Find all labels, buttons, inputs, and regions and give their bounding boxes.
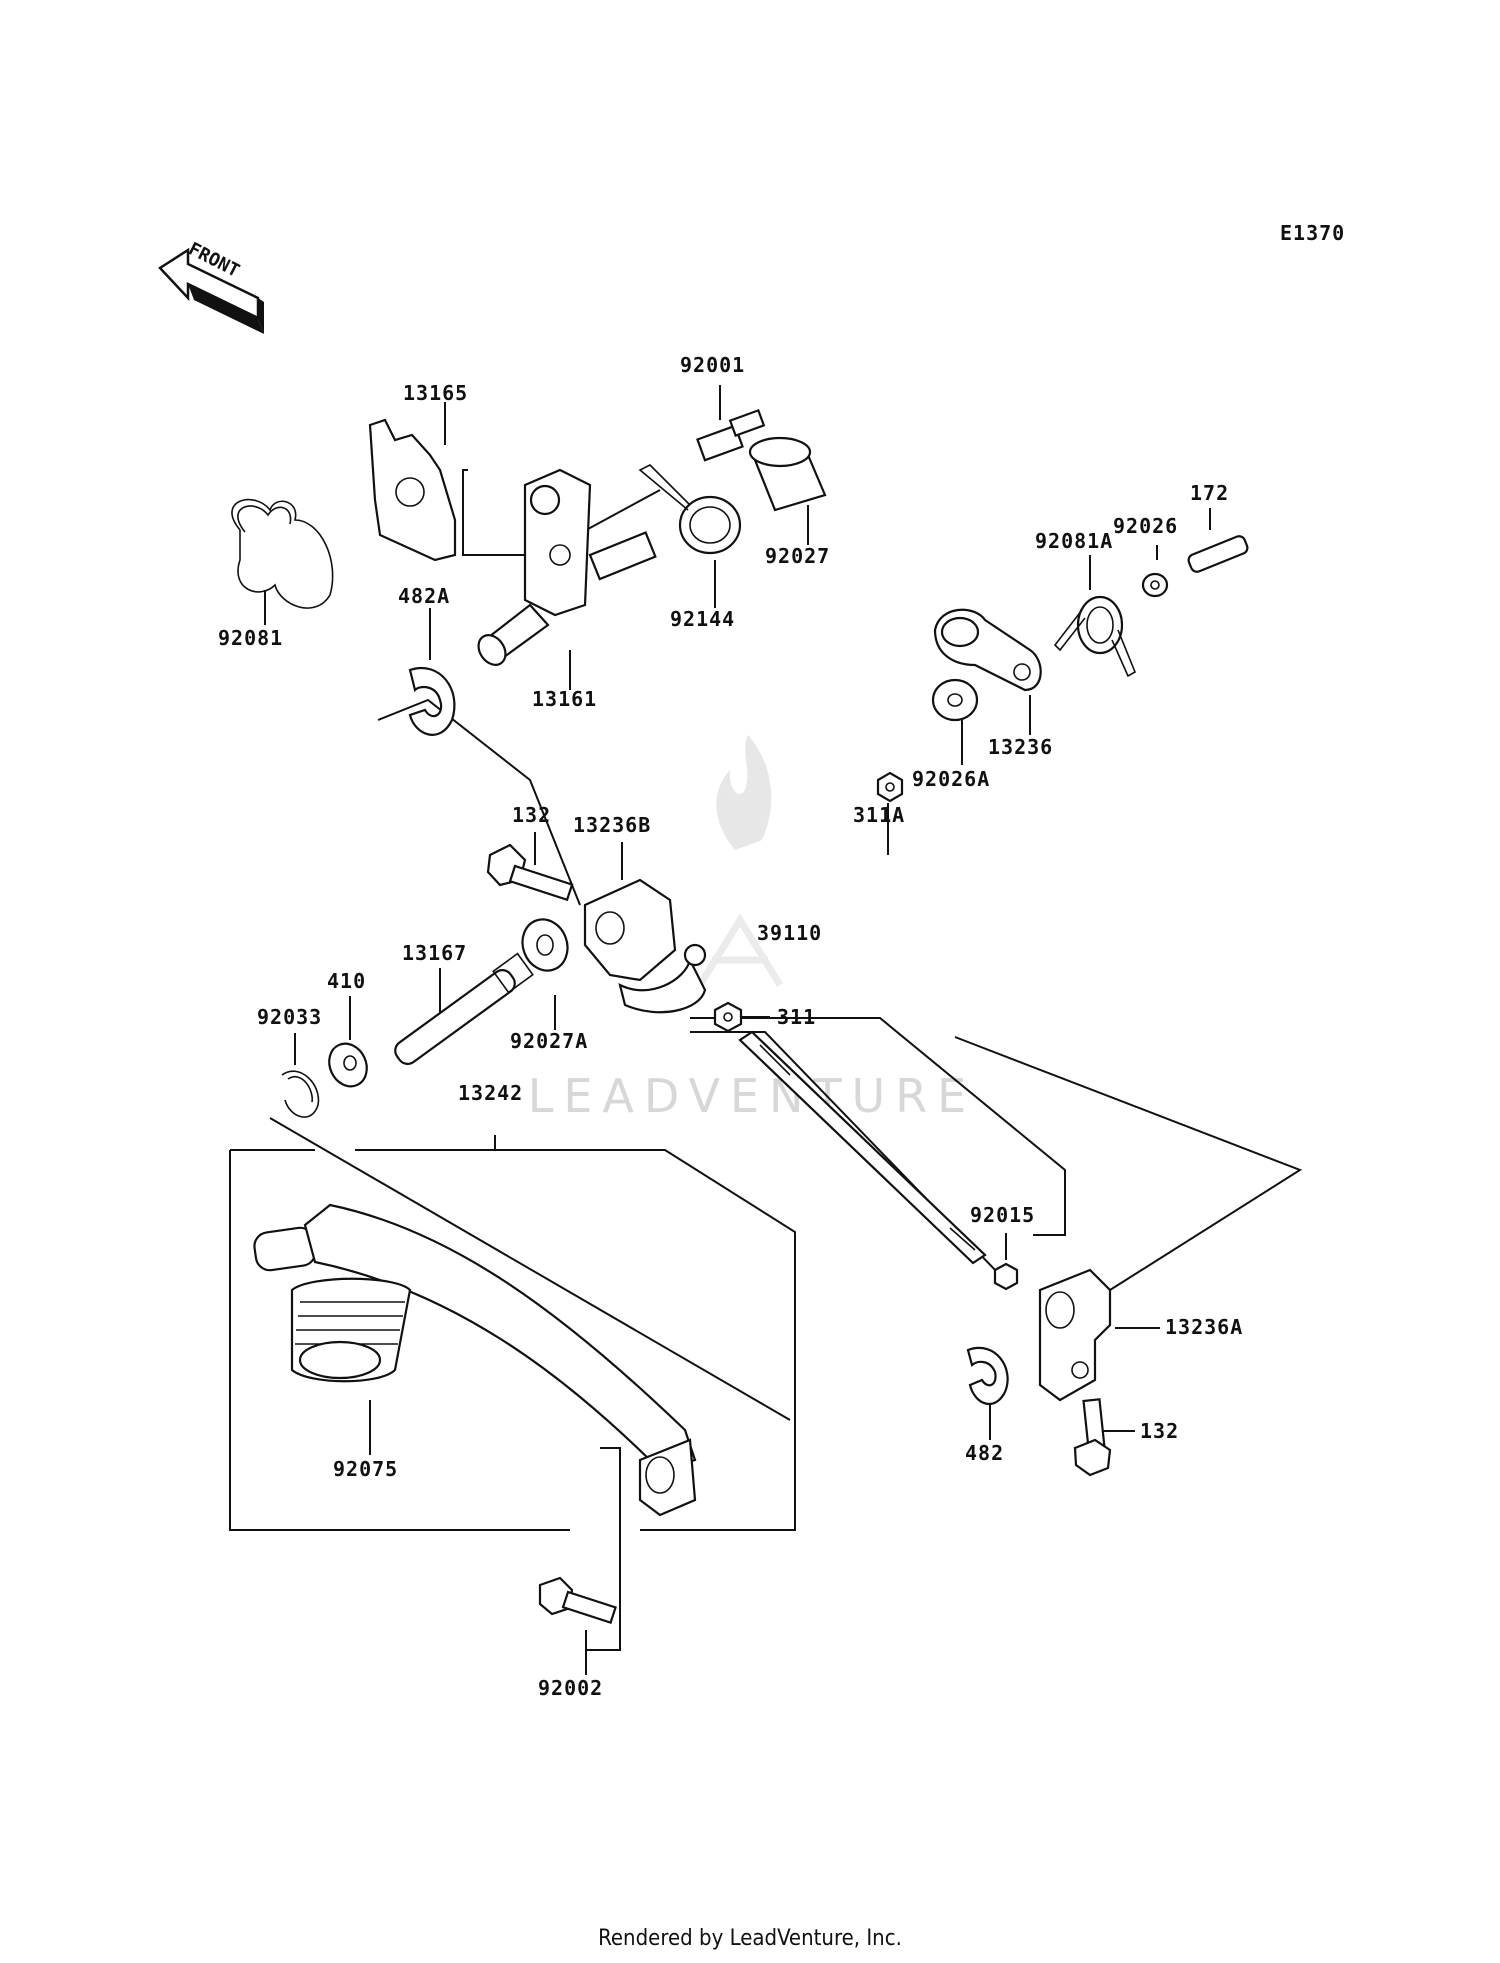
label-92075[interactable]: 92075 [333, 1457, 398, 1481]
label-92081A[interactable]: 92081A [1035, 529, 1113, 553]
shaft-13167 [394, 952, 534, 1065]
part-labels: 92001 13165 92081 482A 13161 92144 92027… [218, 353, 1243, 1700]
footer-credit: Rendered by LeadVenture, Inc. [598, 1926, 902, 1951]
e-clip-482 [966, 1346, 1009, 1405]
watermark-flame-icon [697, 735, 783, 987]
label-311A[interactable]: 311A [853, 803, 905, 827]
bolt-132-top [486, 843, 574, 902]
nut-92015 [993, 1262, 1019, 1291]
label-132-top[interactable]: 132 [512, 803, 551, 827]
collar-92027 [748, 436, 827, 512]
label-92002[interactable]: 92002 [538, 1676, 603, 1700]
label-92033[interactable]: 92033 [257, 1005, 322, 1029]
label-13165[interactable]: 13165 [403, 381, 468, 405]
spring-92081A [1053, 595, 1137, 678]
label-13236B[interactable]: 13236B [573, 813, 651, 837]
bolt-92002 [538, 1576, 617, 1625]
label-13236A[interactable]: 13236A [1165, 1315, 1243, 1339]
rubber-92075 [290, 1277, 412, 1383]
label-132-bottom[interactable]: 132 [1140, 1419, 1179, 1443]
shift-shaft-13161 [477, 468, 657, 666]
label-13161[interactable]: 13161 [532, 687, 597, 711]
label-410[interactable]: 410 [327, 969, 366, 993]
label-482[interactable]: 482 [965, 1441, 1004, 1465]
e-clip-482A [408, 667, 456, 736]
label-172[interactable]: 172 [1190, 481, 1229, 505]
label-92015[interactable]: 92015 [970, 1203, 1035, 1227]
label-13236[interactable]: 13236 [988, 735, 1053, 759]
arm-13236 [933, 608, 1042, 692]
lever-assembly-box [229, 1135, 796, 1531]
watermark-text: LEADVENTURE [528, 1069, 977, 1123]
bolt-92001 [696, 408, 766, 462]
label-92026[interactable]: 92026 [1113, 514, 1178, 538]
clamp-13236A [1038, 1268, 1112, 1402]
clamp-arm-13236B [583, 878, 707, 1014]
label-13242[interactable]: 13242 [458, 1081, 523, 1105]
label-92144[interactable]: 92144 [670, 607, 735, 631]
label-92001[interactable]: 92001 [680, 353, 745, 377]
washer-92026A [931, 678, 979, 722]
shift-lever-13242 [253, 1203, 697, 1517]
diagram-code: E1370 [1280, 221, 1345, 245]
o-ring-92081 [231, 498, 334, 609]
spring-92144 [638, 464, 742, 555]
label-13167[interactable]: 13167 [402, 941, 467, 965]
nut-311 [713, 1001, 743, 1033]
washer-92026 [1141, 572, 1169, 598]
circlip-92033 [281, 1070, 320, 1118]
label-39110[interactable]: 39110 [757, 921, 822, 945]
nut-311A [876, 771, 904, 803]
stud-172 [1187, 535, 1249, 573]
plate-13165 [368, 418, 457, 562]
label-92027[interactable]: 92027 [765, 544, 830, 568]
bolt-132-bottom [1073, 1398, 1112, 1477]
watermark: LEADVENTURE [528, 735, 977, 1123]
label-311[interactable]: 311 [777, 1005, 816, 1029]
label-482A[interactable]: 482A [398, 584, 450, 608]
label-92081[interactable]: 92081 [218, 626, 283, 650]
front-arrow-icon: FRONT [158, 238, 264, 334]
washer-92027A [521, 918, 569, 972]
washer-410 [328, 1042, 368, 1088]
label-92026A[interactable]: 92026A [912, 767, 990, 791]
tie-rod-39110 [738, 1030, 987, 1265]
label-92027A[interactable]: 92027A [510, 1029, 588, 1053]
